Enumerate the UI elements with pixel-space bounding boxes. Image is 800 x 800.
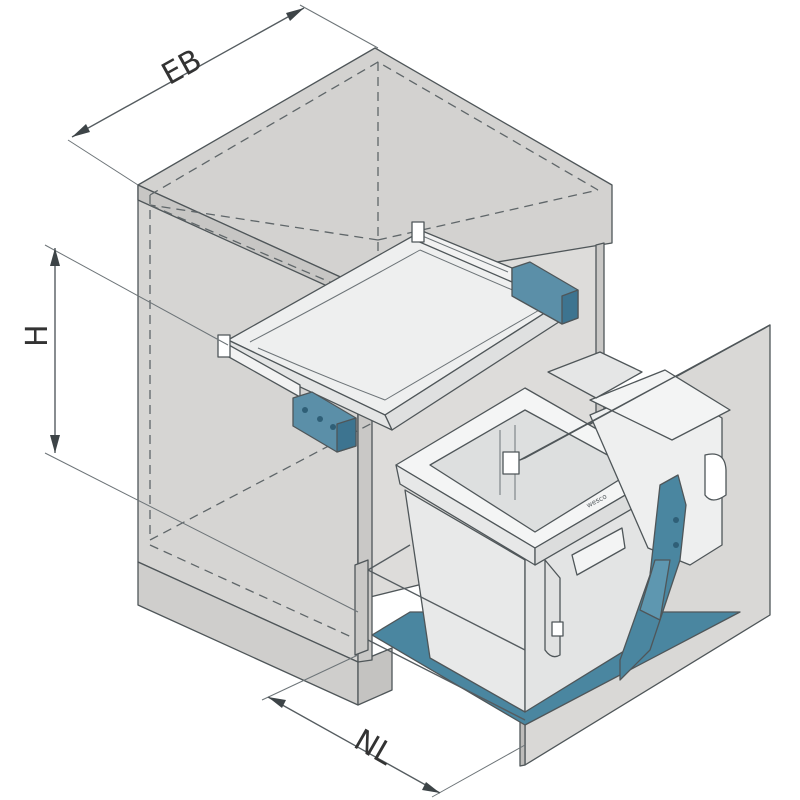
h-arrow-bottom (50, 435, 60, 453)
large-bin-handle (571, 527, 626, 576)
tray-bracket-left (292, 391, 357, 453)
rail-clip-right (411, 221, 425, 243)
side-bracket (619, 474, 687, 681)
eb-arrow-right (286, 8, 304, 21)
nl-extension-right (431, 744, 526, 798)
tray-inner-front (257, 304, 549, 401)
frame-bar-top (367, 569, 526, 651)
dimension-h: H (20, 244, 359, 613)
large-bin-inner-clip (502, 451, 520, 475)
bin-label-icon (551, 621, 564, 637)
small-bin-opening (547, 351, 643, 399)
h-extension-top (44, 244, 229, 346)
eb-arrow-left (72, 124, 90, 137)
nl-extension-left (261, 654, 359, 701)
eb-extension-left (67, 139, 139, 186)
eb-dimension-line (71, 7, 305, 138)
hidden-edge-top-right (149, 204, 379, 241)
large-bin: wesco (395, 387, 669, 713)
lid-tray (217, 221, 579, 453)
cabinet-plinth-right (357, 647, 393, 706)
h-extension-bottom (44, 452, 359, 613)
frame-bar-back (367, 544, 411, 571)
rail-detail (419, 234, 509, 273)
rail-clip-left (217, 334, 231, 358)
small-bin (547, 351, 731, 566)
nl-arrow-left (268, 697, 286, 708)
large-bin-grip (544, 559, 561, 658)
small-bin-rim (589, 369, 731, 441)
nl-dimension-line (267, 696, 441, 794)
h-label: H (20, 324, 55, 347)
hidden-edge-base (149, 544, 359, 641)
pull-out-frame (354, 324, 771, 721)
small-bin-handle (704, 453, 727, 501)
frame-bar-bottom (367, 639, 526, 721)
h-arrow-top (50, 248, 60, 266)
nl-arrow-right (422, 782, 440, 793)
eb-extension-right (299, 4, 379, 49)
tray-bracket-right (511, 261, 579, 325)
nl-label: NL (348, 723, 400, 773)
eb-label: EB (156, 43, 208, 93)
